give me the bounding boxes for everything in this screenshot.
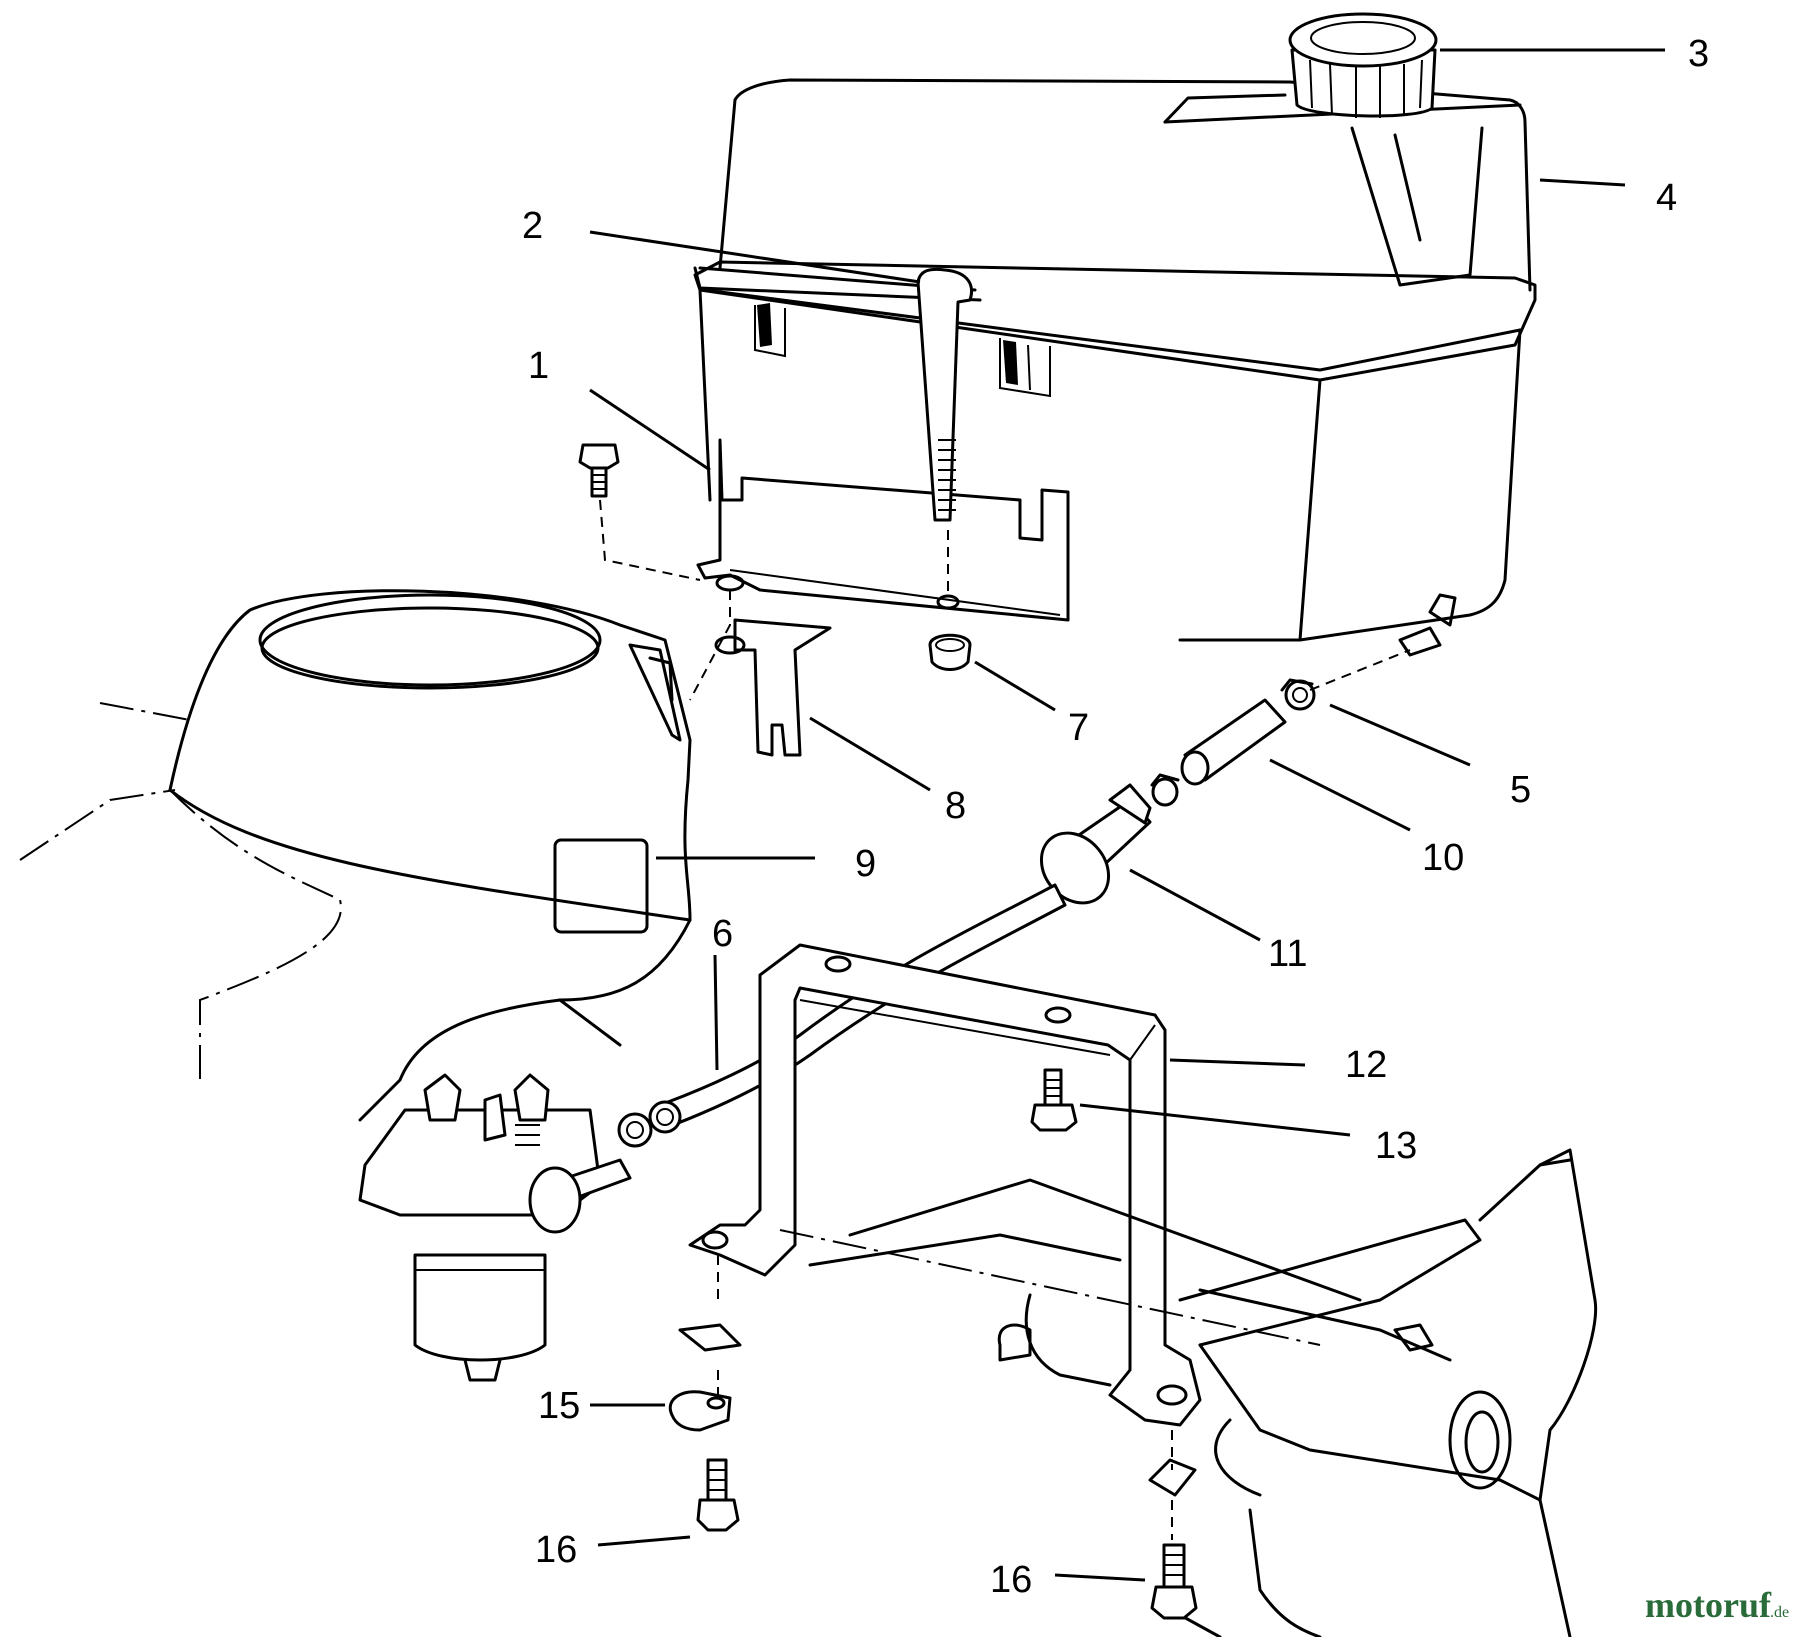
callout-5: 5	[1510, 769, 1531, 811]
decal-panel	[553, 838, 649, 934]
hex-bolt-right	[1150, 1543, 1198, 1620]
watermark-brand: motoruf	[1645, 1585, 1772, 1625]
leader-lines	[589, 48, 1665, 1582]
callout-16-left: 16	[535, 1529, 577, 1571]
callout-3: 3	[1688, 33, 1709, 75]
watermark-suffix: .de	[1770, 1604, 1789, 1621]
support-bracket	[714, 618, 832, 757]
hex-nut	[928, 633, 972, 671]
tank-strap	[693, 266, 982, 522]
callout-4: 4	[1656, 177, 1677, 219]
callout-8: 8	[945, 785, 966, 827]
callout-13: 13	[1375, 1125, 1417, 1167]
callout-1: 1	[528, 345, 549, 387]
hose-clamp-upper	[1280, 678, 1316, 711]
frame-screw	[1030, 1068, 1078, 1132]
filler-cap	[1288, 12, 1438, 118]
callout-11: 11	[1268, 933, 1307, 975]
callout-2: 2	[522, 205, 543, 247]
bracket-bolt	[578, 443, 620, 498]
fuel-tank	[693, 12, 1537, 657]
hose-clamp-lower	[617, 1112, 653, 1148]
tank-support-frame	[688, 943, 1202, 1427]
fuel-filter	[1039, 783, 1152, 905]
watermark-logo: motoruf .de	[1645, 1585, 1789, 1625]
callout-7: 7	[1068, 707, 1089, 749]
callout-16-right: 16	[990, 1559, 1032, 1601]
callout-15: 15	[538, 1385, 580, 1427]
carburetor	[358, 1073, 632, 1382]
hex-bolt-left	[696, 1458, 740, 1532]
callout-9: 9	[855, 843, 876, 885]
callout-12: 12	[1345, 1044, 1387, 1086]
mower-deck	[678, 1148, 1598, 1637]
callout-6: 6	[712, 913, 733, 955]
short-fuel-hose	[1180, 698, 1287, 786]
mounting-clip	[668, 1390, 732, 1432]
tank-mount-bracket	[696, 438, 1070, 622]
hose-clamp-middle	[1150, 773, 1180, 807]
callout-10: 10	[1422, 837, 1464, 879]
engine-shroud	[19, 589, 692, 1122]
